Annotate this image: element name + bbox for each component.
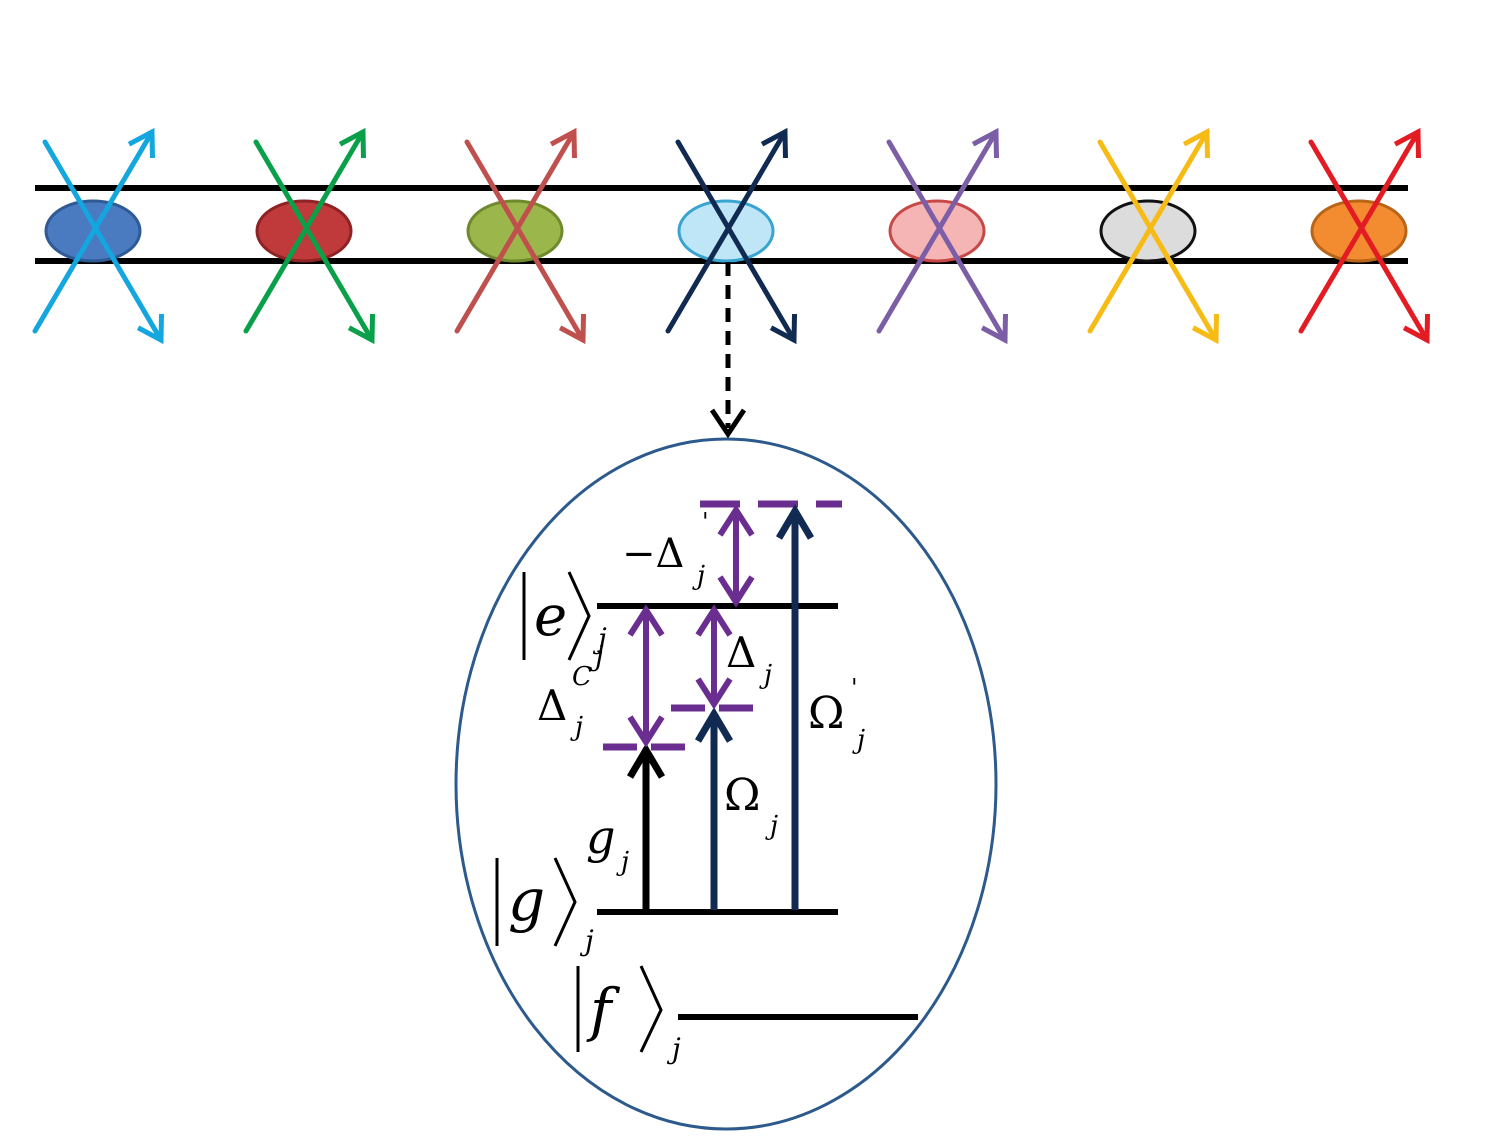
svg-text:j: j <box>570 712 583 742</box>
laser-beam-down-3 <box>464 139 587 345</box>
atom-site-6 <box>1087 127 1220 345</box>
atom-site-5 <box>876 127 1009 345</box>
svg-text:C: C <box>572 662 592 692</box>
laser-beam-down-7 <box>1308 139 1431 345</box>
atom-site-1 <box>32 127 165 345</box>
transition-omega-prime <box>775 504 815 910</box>
laser-beam-down-5 <box>886 139 1009 345</box>
atom-row <box>32 127 1431 345</box>
svg-text:e: e <box>534 584 567 649</box>
inset-ellipse <box>454 437 998 1131</box>
svg-text:f: f <box>586 976 621 1044</box>
laser-beam-up-3 <box>454 127 577 334</box>
svg-text:Δ: Δ <box>726 628 756 677</box>
label-delta: Δ j <box>726 628 772 690</box>
svg-text:Ω: Ω <box>724 770 760 821</box>
svg-text:j: j <box>765 811 778 841</box>
transition-omega <box>694 707 734 910</box>
laser-beam-down-4 <box>675 139 798 345</box>
laser-beam-down-1 <box>42 139 165 345</box>
detuning-delta-arrow <box>695 604 733 710</box>
svg-text:Δ: Δ <box>537 681 567 730</box>
zoom-arrow-head <box>709 408 747 439</box>
ket-f: f j <box>576 965 681 1065</box>
label-minus-delta-prime: −Δ ' j <box>622 508 709 591</box>
svg-text:': ' <box>702 508 709 536</box>
svg-text:j: j <box>759 660 772 690</box>
laser-beam-up-2 <box>243 127 366 334</box>
svg-text:': ' <box>851 674 858 702</box>
svg-text:j: j <box>692 561 705 591</box>
ket-e: e j <box>522 571 604 672</box>
ket-g: g j <box>495 857 594 957</box>
label-g-coupling: g j <box>586 810 629 877</box>
svg-text:j: j <box>666 1032 681 1065</box>
svg-text:j: j <box>852 725 865 755</box>
svg-text:j: j <box>579 924 594 957</box>
laser-beam-up-7 <box>1298 127 1421 334</box>
detuning-delta-prime-arrow <box>717 504 755 608</box>
svg-text:Ω: Ω <box>808 688 844 739</box>
label-omega-prime: Ω ' j <box>808 674 865 755</box>
svg-text:−Δ: −Δ <box>622 531 684 577</box>
laser-beam-up-4 <box>665 127 788 334</box>
transition-g-coupling <box>626 743 666 910</box>
label-omega: Ω j <box>724 770 778 841</box>
svg-text:g: g <box>586 810 615 864</box>
svg-text:g: g <box>508 866 545 934</box>
laser-beam-down-2 <box>253 139 376 345</box>
virtual-levels <box>603 500 842 751</box>
label-delta-c: Δ C j <box>537 662 592 742</box>
svg-text:j: j <box>616 847 629 877</box>
laser-beam-down-6 <box>1097 139 1220 345</box>
laser-beam-up-6 <box>1087 127 1210 334</box>
atom-site-2 <box>243 127 376 345</box>
detuning-delta-c-arrow <box>627 604 665 748</box>
laser-beam-up-5 <box>876 127 999 334</box>
atom-site-3 <box>454 127 587 345</box>
atom-site-7 <box>1298 127 1431 345</box>
atom-site-4 <box>665 127 798 345</box>
laser-beam-up-1 <box>32 127 155 334</box>
